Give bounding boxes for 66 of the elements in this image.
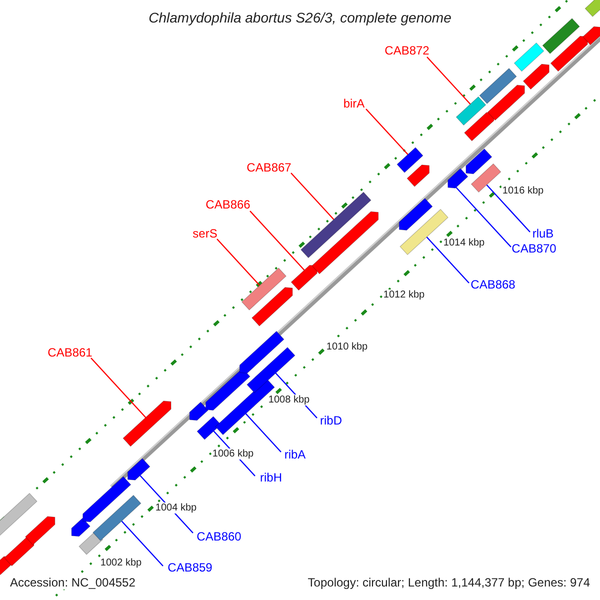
info-text: Accession: NC_004552 — [10, 576, 136, 590]
scale-label: 1016 kbp — [501, 186, 545, 196]
gene-block — [582, 26, 600, 46]
gene-block — [466, 148, 492, 174]
gene-block — [456, 96, 486, 126]
leader-line — [456, 187, 512, 248]
leader-line — [121, 520, 164, 566]
gene-block — [522, 64, 550, 90]
leader-line — [90, 358, 146, 418]
leader-line — [366, 108, 408, 155]
gene-block — [479, 68, 517, 104]
scale-label: 1012 kbp — [382, 290, 426, 300]
gene-block — [82, 476, 132, 522]
gene-label: birA — [343, 97, 365, 111]
leader-line — [216, 238, 260, 286]
scale-label: 1002 kbp — [99, 558, 143, 568]
gene-label: CAB868 — [470, 278, 516, 292]
gene-label: rluB — [532, 227, 554, 241]
gene-label: serS — [192, 227, 218, 241]
gene-block — [92, 494, 142, 542]
gene-label: CAB860 — [196, 530, 242, 544]
gene-label: CAB872 — [384, 44, 430, 58]
gene-block — [196, 416, 222, 440]
gene-block — [542, 18, 580, 54]
gene-block — [241, 268, 286, 310]
gene-block — [4, 537, 34, 566]
gene-block — [584, 0, 600, 17]
leader-line — [250, 210, 305, 270]
gene-block — [300, 192, 372, 258]
gene-block — [246, 346, 296, 394]
scale-label: 1010 kbp — [325, 342, 369, 352]
gene-block — [448, 168, 468, 188]
gene-block — [252, 287, 293, 326]
gene-block — [464, 112, 494, 142]
scale-label: 1008 kbp — [267, 394, 311, 406]
gene-block — [122, 400, 172, 447]
gene-block — [550, 36, 588, 72]
gene-block — [398, 198, 433, 231]
gene-block — [290, 264, 318, 291]
scale-label: 1006 kbp — [211, 448, 255, 460]
gene-label: CAB867 — [246, 161, 292, 175]
gene-label: ribH — [260, 471, 282, 485]
gene-block — [396, 147, 424, 173]
gene-label: CAB866 — [206, 198, 250, 212]
leader-line — [290, 172, 334, 220]
gene-block — [71, 518, 90, 537]
gene-label: ribA — [284, 448, 306, 462]
info-text: Topology: circular; Length: 1,144,377 bp; Genes: 974 — [308, 576, 590, 590]
gene-block — [470, 163, 502, 193]
gene-block — [487, 84, 525, 121]
gene-block — [514, 42, 544, 72]
gene-block — [312, 211, 379, 274]
gene-block — [24, 516, 56, 546]
title: Chlamydophila abortus S26/3, complete genome — [148, 10, 452, 26]
scale-label: 1004 kbp — [154, 502, 198, 514]
scale-label: 1014 kbp — [442, 238, 486, 248]
gene-block — [127, 458, 150, 480]
leader-line — [486, 184, 530, 232]
gene-block — [406, 164, 430, 187]
gene-label: CAB861 — [48, 346, 92, 360]
gene-label: ribD — [320, 414, 342, 428]
gene-label: CAB870 — [512, 242, 556, 256]
leader-line — [426, 236, 470, 284]
gene-label: CAB859 — [168, 561, 212, 575]
gene-block — [239, 330, 284, 374]
gene-block — [189, 402, 208, 421]
